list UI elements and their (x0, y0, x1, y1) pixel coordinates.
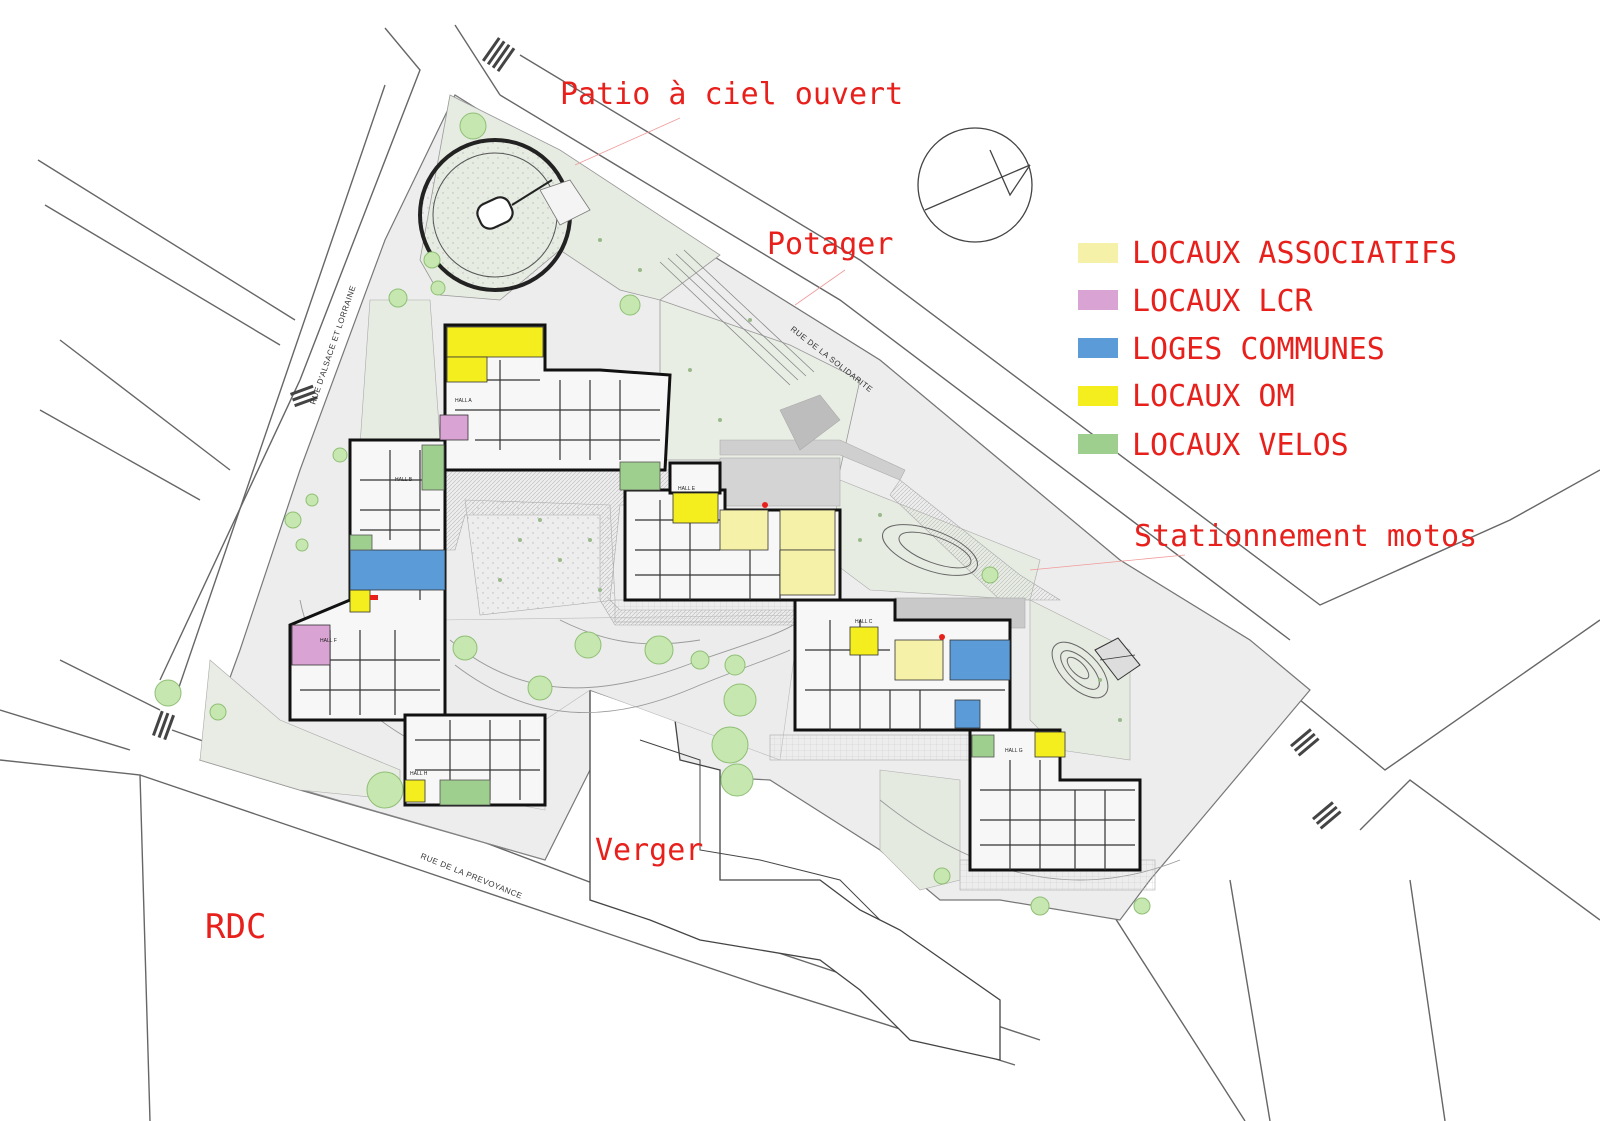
hall-e-label: HALL E (678, 486, 696, 492)
label-potager: Potager (767, 227, 893, 262)
red-markers (370, 502, 945, 640)
patio-circle (418, 138, 591, 292)
hall-h-label: HALL H (410, 771, 428, 777)
rooms-locaux-velos (349, 444, 995, 806)
hall-b-label: HALL B (395, 477, 413, 483)
legend-label-associatifs: LOCAUX ASSOCIATIFS (1132, 236, 1457, 271)
rooms-loges-communes (349, 549, 1011, 729)
trees (154, 112, 1151, 916)
legend-swatch-lcr (1078, 290, 1118, 310)
legend: LOCAUX ASSOCIATIFS LOCAUX LCR LOGES COMM… (1078, 236, 1457, 463)
legend-label-velos: LOCAUX VELOS (1132, 428, 1349, 463)
label-patio: Patio à ciel ouvert (560, 77, 903, 112)
legend-swatch-loges (1078, 338, 1118, 358)
oval-features (882, 524, 1109, 699)
hall-c-label: HALL C (855, 619, 873, 625)
rooms-locaux-associatifs (719, 509, 944, 681)
label-level: RDC (205, 907, 266, 947)
hall-g-label: HALL G (1005, 748, 1023, 754)
legend-swatch-associatifs (1078, 243, 1118, 263)
rooms-locaux-om (349, 326, 1066, 803)
legend-label-lcr: LOCAUX LCR (1132, 284, 1314, 319)
street-prevoyance: RUE DE LA PREVOYANCE (419, 852, 523, 901)
legend-swatch-om (1078, 386, 1118, 406)
hall-a-label: HALL A (455, 398, 472, 404)
hall-f-label: HALL F (320, 638, 337, 644)
ramp (659, 249, 815, 386)
rooms-locaux-lcr (291, 414, 469, 666)
north-arrow-icon (917, 127, 1033, 243)
interior-walls (300, 360, 1135, 870)
legend-label-loges: LOGES COMMUNES (1132, 332, 1385, 367)
neighbour-building (589, 689, 1001, 1061)
kiosk-structure (1094, 637, 1141, 681)
hall-labels: HALL A HALL B HALL E HALL F HALL C HALL … (320, 398, 1023, 777)
leader-lines (574, 117, 1186, 571)
legend-label-om: LOCAUX OM (1132, 379, 1295, 414)
label-stationnement: Stationnement motos (1134, 519, 1477, 554)
tree-dots (498, 238, 1122, 722)
label-verger: Verger (595, 833, 703, 868)
crosswalks (152, 37, 1342, 830)
legend-swatch-velos (1078, 434, 1118, 454)
